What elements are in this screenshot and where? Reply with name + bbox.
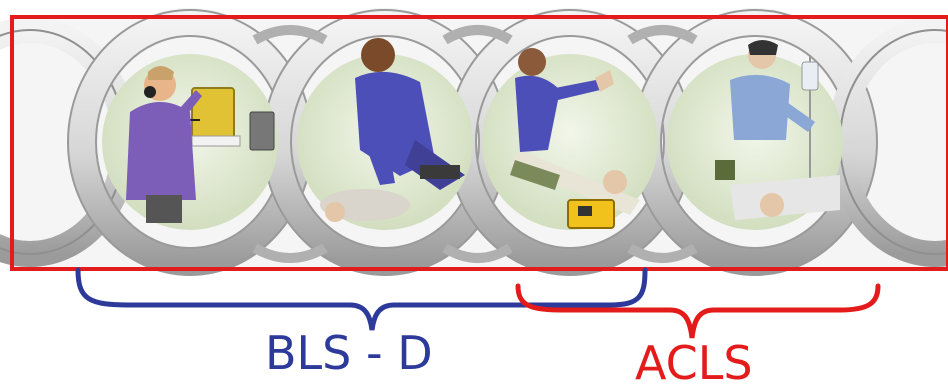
phone-call-icon [102,54,278,230]
bls-d-label: BLS - D [265,330,433,376]
bls-bracket [78,270,645,330]
acls-bracket [518,286,878,338]
acls-label: ACLS [635,340,753,386]
